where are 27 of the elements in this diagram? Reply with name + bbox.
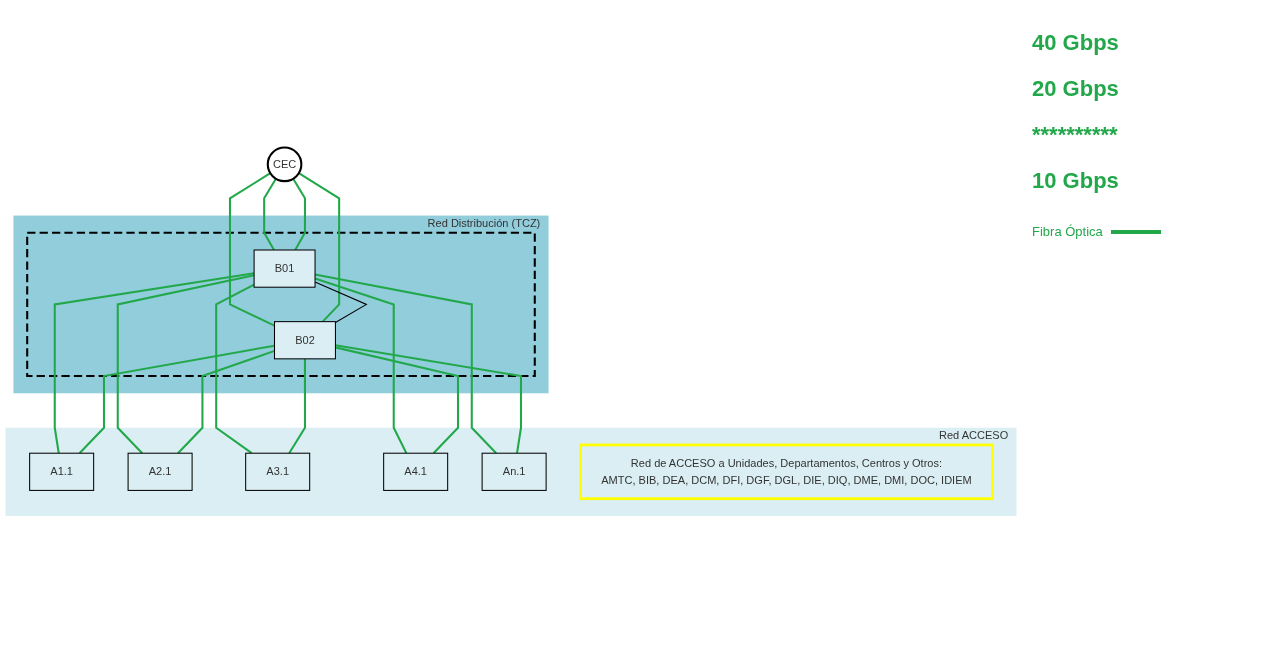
connector — [53, 272, 255, 454]
cluster — [26, 232, 536, 378]
node-box: A3.1 — [245, 453, 311, 492]
connector — [335, 344, 523, 454]
legend-text: Fibra Óptica — [1032, 224, 1103, 239]
connector — [116, 274, 255, 455]
bandwidth-label: 10 Gbps — [1032, 168, 1119, 194]
connector — [215, 283, 255, 455]
bandwidth-label: ********** — [1032, 122, 1118, 148]
node-box: A2.1 — [127, 453, 193, 492]
connector — [335, 346, 460, 455]
connector — [177, 350, 275, 455]
connector — [228, 172, 275, 327]
connector — [298, 172, 341, 323]
node-box: An.1 — [481, 453, 547, 492]
node-circle: CEC — [266, 146, 303, 183]
connector — [288, 359, 306, 455]
node-box: A1.1 — [29, 453, 95, 492]
connector — [78, 344, 275, 455]
node-box: A4.1 — [383, 453, 449, 492]
bandwidth-label: 20 Gbps — [1032, 76, 1119, 102]
node-box: B02 — [274, 321, 336, 360]
connector — [263, 178, 277, 251]
bandwidth-label: 40 Gbps — [1032, 30, 1119, 56]
node-box: Red de ACCESO a Unidades, Departamentos, Centros y Otros: AMTC, BIB, DEA, DCM, DFI, DGF, DGL, DIE, DIQ, DME, DMI, DOC, IDIEM — [579, 443, 994, 501]
node-box: B01 — [253, 249, 316, 288]
connector — [292, 178, 306, 251]
